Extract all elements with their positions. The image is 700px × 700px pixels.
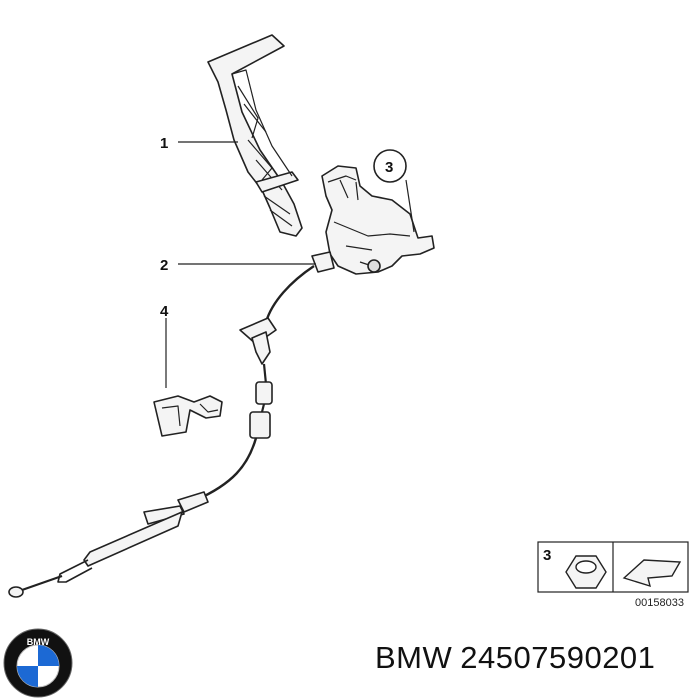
part-2-lever-housing bbox=[311, 165, 435, 275]
bmw-roundel-logo: BMW bbox=[3, 628, 73, 698]
part-4-clip bbox=[153, 395, 223, 437]
cable-assembly bbox=[8, 265, 315, 598]
nut-legend-box: 3 00158033 bbox=[537, 541, 689, 609]
callout-4: 4 bbox=[160, 303, 169, 320]
logo-text: BMW bbox=[27, 637, 50, 647]
legend-number: 3 bbox=[543, 547, 551, 564]
part-number: 24507590201 bbox=[460, 640, 656, 675]
part-1-hand-lever bbox=[207, 34, 303, 237]
arrow-icon bbox=[622, 559, 682, 588]
brand-name: BMW bbox=[375, 640, 453, 675]
hex-nut-icon bbox=[565, 555, 607, 589]
callout-2: 2 bbox=[160, 257, 168, 274]
callout-3: 3 bbox=[385, 159, 393, 176]
reference-code: 00158033 bbox=[635, 597, 684, 609]
leader-lines bbox=[165, 141, 415, 388]
callout-1: 1 bbox=[160, 135, 168, 152]
callout-3-circle bbox=[373, 149, 407, 183]
